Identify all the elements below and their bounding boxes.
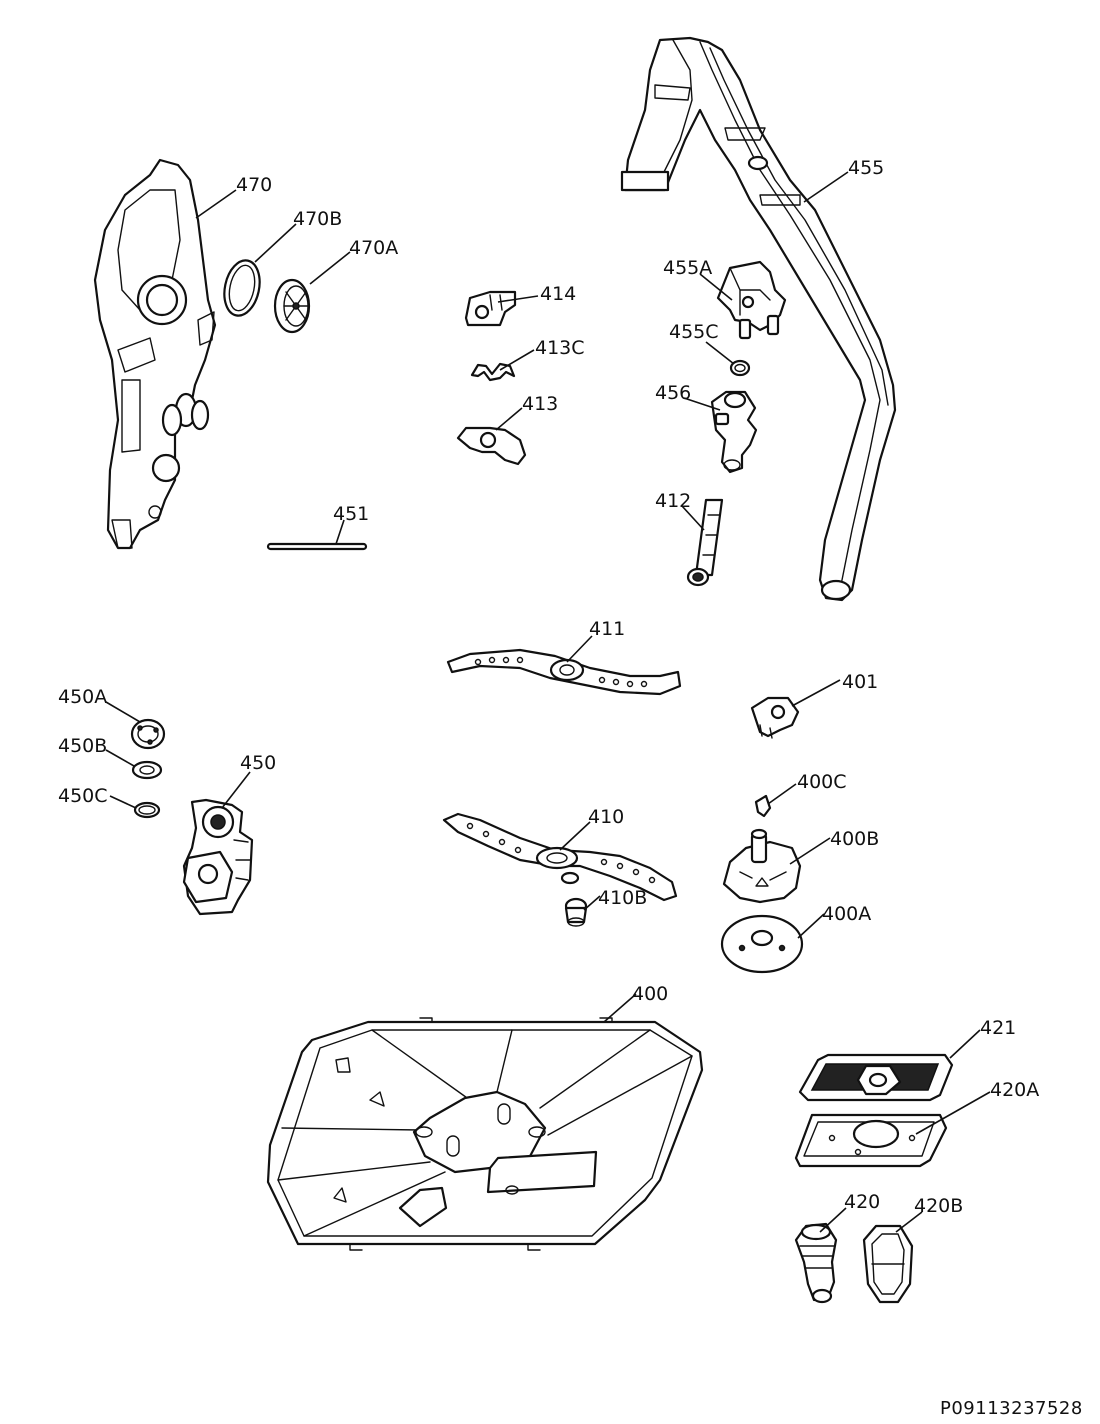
part-470-housing — [93, 158, 217, 550]
callout-400B: 400B — [830, 828, 879, 850]
part-450A-gear — [130, 718, 166, 750]
leader-412 — [681, 505, 705, 531]
leader-400B — [789, 837, 831, 865]
part-450B-washer — [131, 760, 163, 780]
part-413C-clip — [470, 362, 516, 382]
part-470A-wheel — [273, 278, 311, 334]
callout-420A: 420A — [990, 1079, 1039, 1101]
leader-470 — [195, 189, 237, 219]
leader-470B — [254, 223, 297, 263]
part-420-cylinder — [794, 1222, 838, 1304]
leader-451 — [335, 519, 345, 545]
leader-450B — [105, 749, 135, 767]
leader-400 — [603, 993, 637, 1023]
leader-411 — [566, 635, 593, 663]
callout-421: 421 — [980, 1017, 1016, 1039]
part-450-pump — [182, 798, 254, 916]
part-401-connector — [750, 696, 800, 739]
part-455C-oring — [729, 359, 751, 377]
callout-414: 414 — [540, 283, 576, 305]
leader-455 — [803, 171, 849, 203]
leader-401 — [791, 679, 841, 707]
part-420A-frame — [794, 1113, 948, 1168]
part-450C-oring — [133, 801, 161, 819]
callout-413C: 413C — [535, 337, 585, 359]
leader-420A — [915, 1091, 991, 1135]
leader-455A — [699, 273, 733, 301]
leader-450C — [109, 795, 137, 809]
callout-450: 450 — [240, 752, 276, 774]
part-400C-clip — [754, 794, 772, 818]
part-455A-bracket — [716, 260, 787, 340]
part-413-gasket — [456, 426, 527, 466]
callout-400C: 400C — [797, 771, 847, 793]
callout-456: 456 — [655, 382, 691, 404]
callout-400: 400 — [632, 983, 668, 1005]
leader-410B — [583, 895, 601, 911]
callout-400A: 400A — [822, 903, 871, 925]
leader-421 — [949, 1029, 981, 1059]
leader-400A — [797, 913, 825, 939]
leader-410 — [559, 821, 591, 851]
part-455-tube — [620, 36, 897, 602]
leader-450 — [221, 771, 251, 809]
leader-414 — [497, 295, 539, 303]
callout-420: 420 — [844, 1191, 880, 1213]
callout-450B: 450B — [58, 735, 107, 757]
leader-413C — [499, 349, 535, 371]
leader-455C — [705, 341, 735, 365]
callout-413: 413 — [522, 393, 558, 415]
callout-410B: 410B — [598, 887, 647, 909]
part-470B-ring — [223, 259, 261, 317]
leader-470A — [309, 251, 351, 285]
document-id: P09113237528 — [940, 1398, 1083, 1419]
leader-400C — [767, 783, 797, 805]
callout-450C: 450C — [58, 785, 108, 807]
part-412-pipe — [686, 498, 724, 587]
callout-455C: 455C — [669, 321, 719, 343]
part-451-rod — [266, 542, 368, 551]
callout-420B: 420B — [914, 1195, 963, 1217]
part-400A-disc — [720, 914, 804, 974]
leader-lines — [105, 171, 991, 1233]
callout-470B: 470B — [293, 208, 342, 230]
leader-420B — [895, 1211, 923, 1233]
callout-451: 451 — [333, 503, 369, 525]
part-400-base-tray — [266, 1017, 704, 1251]
callout-410: 410 — [588, 806, 624, 828]
part-400B-filter — [722, 828, 802, 904]
part-420B-seal — [862, 1224, 914, 1304]
part-456-valve — [710, 390, 758, 474]
leader-450A — [105, 701, 141, 723]
callout-401: 401 — [842, 671, 878, 693]
callout-411: 411 — [589, 618, 625, 640]
callout-labels: 470 470B 470A 451 414 413C 413 455 455A … — [58, 157, 1039, 1217]
part-410B-nozzle — [564, 897, 588, 927]
callout-450A: 450A — [58, 686, 107, 708]
callout-470A: 470A — [349, 237, 398, 259]
leader-420 — [819, 1207, 847, 1233]
callout-412: 412 — [655, 490, 691, 512]
callout-470: 470 — [236, 174, 272, 196]
callout-455A: 455A — [663, 257, 712, 279]
leader-413 — [495, 407, 523, 431]
part-421-grill — [798, 1053, 954, 1102]
leader-456 — [683, 397, 721, 411]
part-410-spray-arm — [442, 812, 678, 902]
part-411-spray-arm — [446, 648, 682, 696]
callout-455: 455 — [848, 157, 884, 179]
part-414-clip — [464, 290, 517, 327]
